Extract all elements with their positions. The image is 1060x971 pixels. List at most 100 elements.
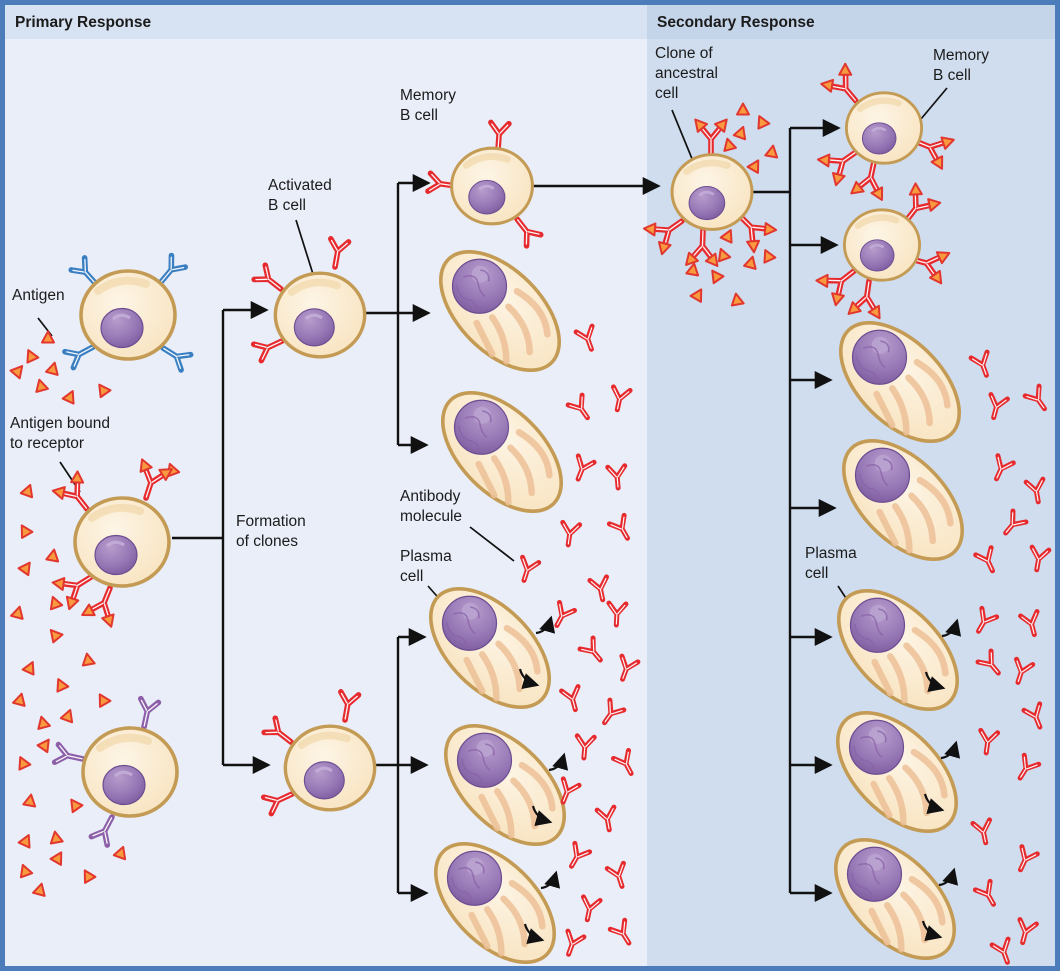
secretion-arrow (939, 870, 954, 885)
antibody-icon (575, 736, 594, 759)
antibody-icon (985, 395, 1007, 420)
antibody-icon (607, 863, 630, 889)
naive-b-cell-purple (55, 699, 177, 845)
antigen-icon (17, 831, 36, 849)
label-antigen: Antigen (12, 287, 65, 304)
antigen-icon (17, 558, 36, 577)
plasma-cell-s4 (816, 691, 977, 852)
antibody-icon (590, 577, 611, 602)
label-antigen-bound: Antigen bound to receptor (10, 415, 110, 453)
antibody-icon (978, 651, 1005, 678)
antibody-icon (1024, 704, 1048, 730)
antigen-bound-receptor-icon (681, 229, 723, 270)
antigen-icon (764, 143, 781, 159)
antigen-icon (16, 861, 34, 879)
antigen-icon (112, 843, 130, 861)
b-cell-body (672, 155, 752, 230)
antigen-icon (746, 156, 765, 174)
antibody-icon (615, 656, 638, 682)
antibody-icon (999, 511, 1026, 538)
antigen-icon (714, 245, 732, 263)
naive-b-cell-blue (65, 256, 191, 370)
antibody-icon (598, 700, 624, 727)
antigen-icon (9, 361, 28, 380)
plasma-cell-p4 (424, 704, 585, 865)
antigen-icon (78, 866, 97, 884)
antigen-icon (689, 285, 708, 303)
antigen-icon (45, 360, 62, 376)
antigen-icon (47, 829, 64, 845)
antibody-icon (975, 881, 1000, 908)
antibody-icon (976, 548, 1000, 575)
antigen-bound-receptor-icon (846, 158, 894, 205)
antigen-icon (93, 380, 112, 399)
label-formation-of-clones: Formation of clones (236, 513, 306, 551)
b-cell-receptor-icon (326, 239, 348, 269)
antibody-icon (570, 456, 594, 482)
antibody-icon (1014, 920, 1036, 945)
activated-b-cell-2 (264, 692, 375, 814)
secretion-arrow (942, 621, 957, 636)
antibody-icon (610, 920, 636, 947)
leader-memory-secondary (920, 87, 948, 120)
antigen-icon (736, 102, 750, 116)
antibody-icon (516, 557, 539, 583)
antigen-icon (743, 254, 760, 270)
antigen-icon (13, 753, 32, 771)
antibody-icon (609, 387, 630, 412)
antigen-icon (21, 658, 40, 676)
antigen-icon (51, 675, 70, 693)
antigen-bound-receptor-icon (76, 580, 128, 632)
antibody-icon (568, 395, 594, 422)
secondary-header-bar: Secondary Response (647, 5, 1055, 39)
b-cell-body (81, 271, 175, 359)
label-activated-b-cell: Activated B cell (268, 177, 332, 215)
antigen-icon (758, 246, 777, 264)
primary-header-bar: Primary Response (5, 5, 647, 39)
antibody-icon (609, 515, 634, 542)
antigen-icon (32, 377, 49, 393)
b-cell-body (844, 210, 919, 280)
antigen-icon (22, 792, 39, 808)
label-antibody-molecule: Antibody molecule (400, 488, 463, 526)
antigen-icon (19, 481, 37, 499)
antibody-icon (564, 843, 589, 870)
antigen-bound-receptor-icon (843, 278, 889, 323)
b-cell-receptor-icon (55, 745, 85, 768)
activated-b-cell-1 (254, 239, 365, 361)
b-cell-body (846, 93, 921, 163)
antibody-icon (1026, 479, 1046, 503)
antigen-icon (49, 848, 68, 866)
antibody-icon (1025, 386, 1051, 413)
antigen-icon (752, 112, 771, 130)
antigen-icon (46, 593, 64, 611)
label-memory-b-cell-primary: Memory B cell (400, 87, 456, 125)
plasma-cell-body (814, 818, 975, 971)
antibody-icon (971, 608, 996, 635)
antigen-bound-receptor-icon (127, 454, 178, 504)
antigen-icon (45, 625, 64, 644)
secondary-connectors (752, 119, 841, 902)
antigen-icon (93, 690, 112, 708)
antibody-icon (1013, 847, 1037, 874)
antigen-icon (59, 706, 77, 724)
antigen-icon (79, 651, 96, 667)
antigen-icon (15, 521, 34, 539)
b-cell-receptor-icon (336, 692, 358, 722)
b-cell-body (75, 498, 169, 586)
antigen-icon (719, 226, 738, 244)
antibody-icon (560, 522, 580, 546)
antigen-icon (720, 136, 737, 152)
antigen-icon (32, 881, 49, 897)
antigen-icon (728, 291, 745, 307)
plasma-cell-body (424, 704, 585, 865)
b-cell-body (452, 148, 533, 224)
antibody-icon (562, 687, 584, 712)
label-plasma-cell-primary: Plasma cell (400, 548, 452, 586)
b-cell-receptor-icon (135, 699, 158, 729)
label-plasma-cell-secondary: Plasma cell (805, 545, 857, 583)
b-cell-body (285, 726, 374, 810)
antibody-icon (549, 603, 574, 630)
antibody-icon (989, 456, 1013, 483)
